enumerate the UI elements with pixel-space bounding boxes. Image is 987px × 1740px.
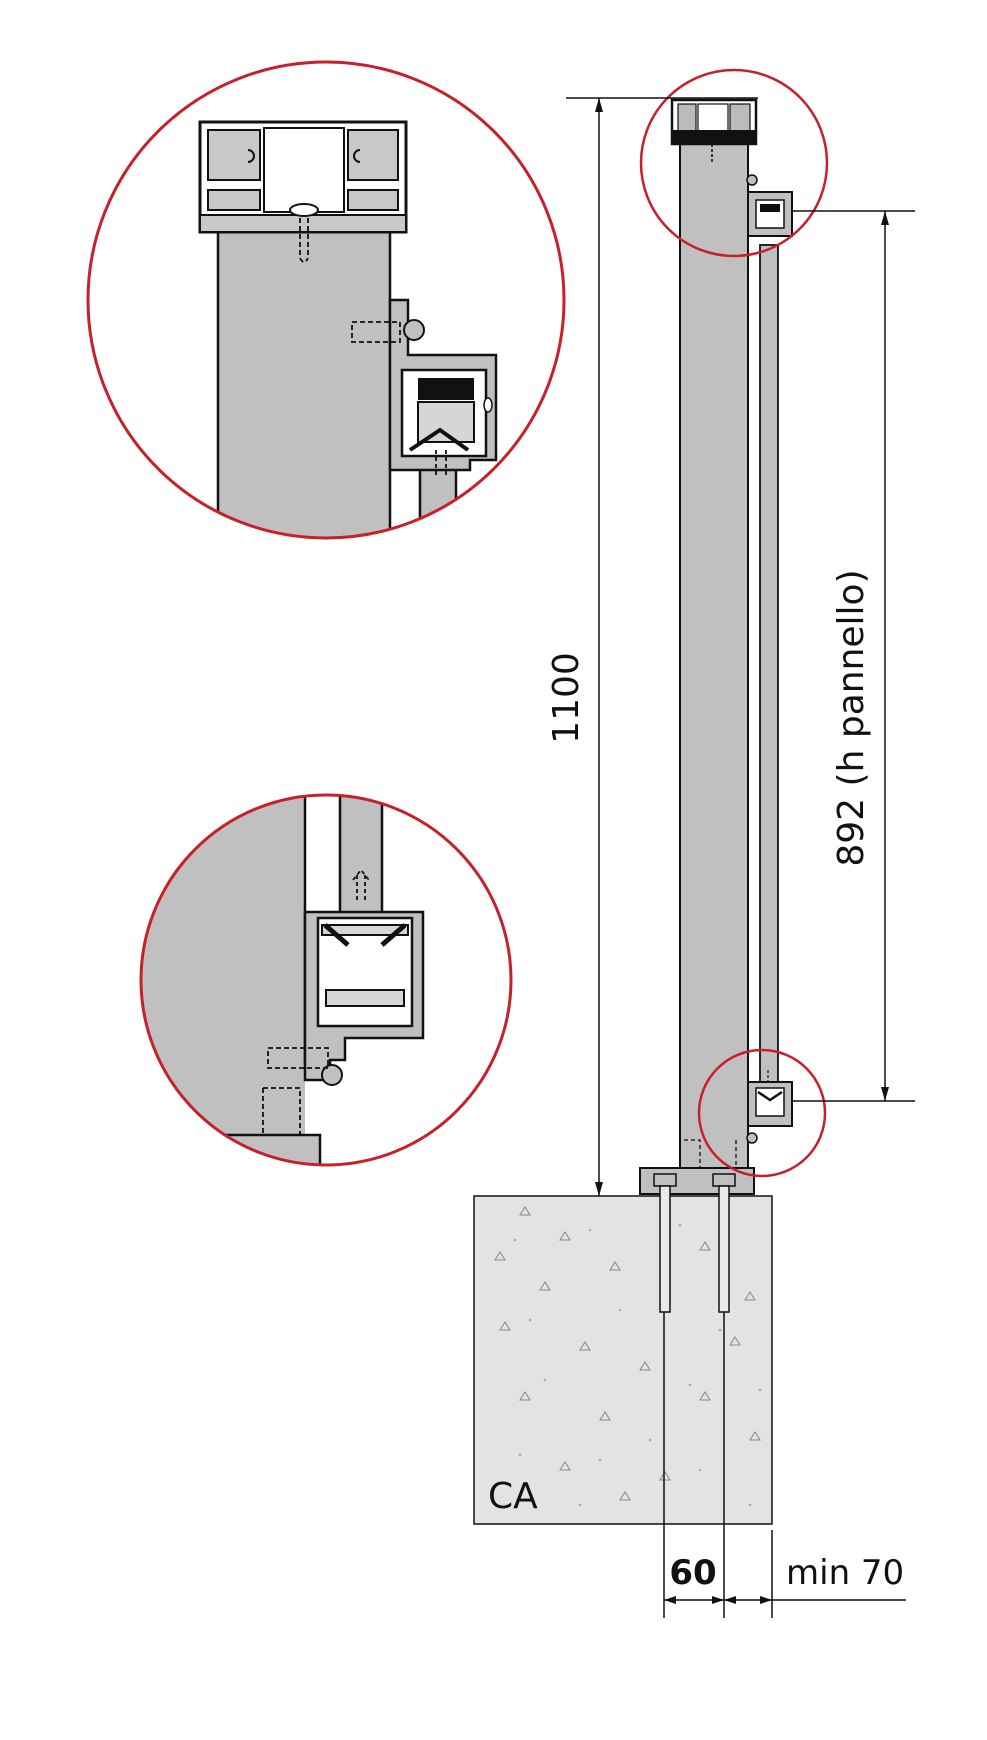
top-callout-circle — [639, 68, 829, 258]
main-section — [473, 68, 829, 1525]
anchor-bolts — [653, 1173, 736, 1313]
post — [679, 127, 749, 1169]
anchor-spacing-label: 60 — [669, 1553, 716, 1593]
bottom-detail-circle — [139, 793, 513, 1167]
panel-strip-lower-detail — [338, 795, 384, 917]
glass-panel — [759, 244, 779, 1096]
bracket-detail — [351, 298, 498, 478]
dimension-bottom — [663, 1312, 906, 1618]
total-height-label: 1100 — [546, 652, 587, 744]
dimension-1100 — [566, 97, 758, 1196]
handrail-profile-detail — [198, 120, 408, 234]
panel-height-label: 892 (h pannello) — [831, 569, 872, 866]
bottom-detail-view — [139, 793, 513, 1167]
concrete-label: CA — [488, 1476, 538, 1517]
lower-clamp — [746, 1070, 793, 1144]
clamp-detail — [262, 910, 425, 1165]
handrail — [670, 98, 758, 146]
upper-clamp — [746, 174, 793, 237]
bottom-callout-circle — [697, 1048, 827, 1178]
top-detail-view — [86, 60, 566, 540]
post-body-detail — [216, 213, 392, 538]
top-detail-circle — [86, 60, 566, 540]
edge-distance-label: min 70 — [786, 1553, 904, 1593]
dimension-892 — [792, 210, 915, 1102]
